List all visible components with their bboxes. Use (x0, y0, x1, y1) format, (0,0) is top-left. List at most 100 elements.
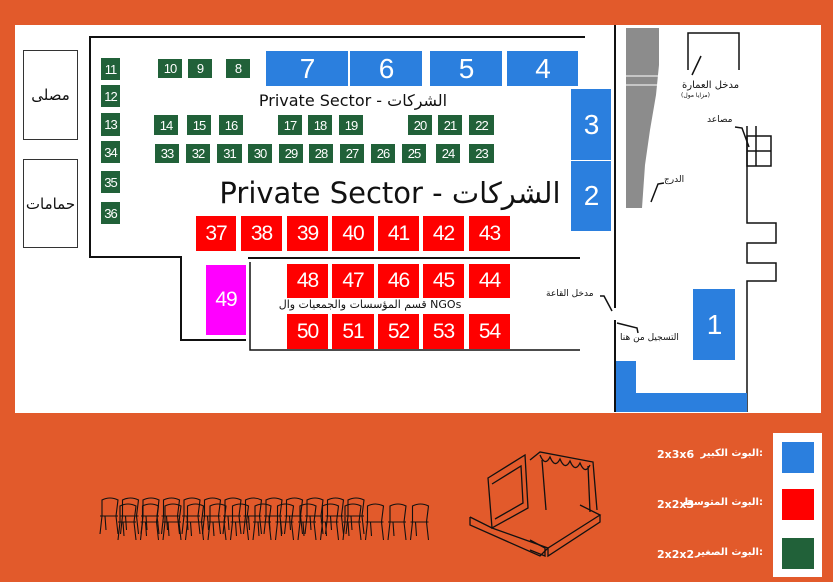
chair-icon (252, 503, 272, 541)
booth-small-15[interactable]: 15 (187, 115, 211, 135)
booth-special-49[interactable]: 49 (206, 265, 246, 335)
chair-icon (181, 497, 201, 535)
private-sector-title-large: Private Sector - الشركات (219, 176, 561, 210)
chair-icon (297, 503, 317, 541)
booth-small-26[interactable]: 26 (371, 144, 395, 163)
booth-small-18[interactable]: 18 (308, 115, 332, 135)
stairs-label: الدرج (664, 175, 685, 185)
booth-small-21[interactable]: 21 (438, 115, 462, 135)
booth-small-25[interactable]: 25 (402, 144, 426, 163)
chair-icon (207, 503, 227, 541)
restrooms: حمامات (23, 159, 78, 248)
booth-medium-51[interactable]: 51 (332, 314, 374, 349)
booth-medium-43[interactable]: 43 (469, 216, 510, 251)
chair-icon (345, 497, 365, 535)
booth-small-16[interactable]: 16 (219, 115, 243, 135)
booth-small-30[interactable]: 30 (248, 144, 272, 163)
chair-icon (342, 503, 362, 541)
ngo-section-title: قسم المؤسسات والجمعيات وال NGOs (278, 298, 462, 311)
chair-icon (139, 503, 160, 541)
booth-large-3[interactable]: 3 (571, 89, 611, 160)
booth-small-13[interactable]: 13 (101, 113, 120, 136)
legend-size-medium: 2x2x3 (657, 498, 695, 511)
booth-small-31[interactable]: 31 (217, 144, 242, 163)
legend-label-large: البوث الكبير: (700, 448, 763, 459)
legend-swatch-large (782, 442, 814, 473)
elevators-label: مصاعد (707, 115, 733, 125)
booth-small-23[interactable]: 23 (469, 144, 494, 163)
chair-icon (319, 503, 340, 541)
legend-swatch-small (782, 538, 814, 569)
booth-large-6[interactable]: 6 (350, 51, 422, 86)
booth-small-20[interactable]: 20 (408, 115, 432, 135)
chair-icon (119, 497, 140, 535)
chair-icon (184, 503, 205, 541)
booth-small-19[interactable]: 19 (339, 115, 363, 135)
booth-medium-44[interactable]: 44 (469, 264, 510, 298)
booth-small-8[interactable]: 8 (226, 59, 250, 78)
booth-small-22[interactable]: 22 (469, 115, 494, 135)
booth-small-33[interactable]: 33 (155, 144, 179, 163)
chair-icon (201, 497, 222, 535)
building-entrance-label: مدخل العمارة (682, 80, 740, 91)
registration-label: التسجيل من هنا (620, 333, 679, 343)
chair-icon (117, 503, 137, 541)
booth-small-24[interactable]: 24 (436, 144, 460, 163)
booth-small-14[interactable]: 14 (154, 115, 178, 135)
booth-small-35[interactable]: 35 (101, 171, 120, 193)
booth-small-17[interactable]: 17 (278, 115, 302, 135)
booth-medium-52[interactable]: 52 (378, 314, 419, 349)
booth-medium-53[interactable]: 53 (423, 314, 464, 349)
legend-swatch-medium (782, 489, 814, 520)
booth-medium-38[interactable]: 38 (241, 216, 282, 251)
booth-large-7[interactable]: 7 (266, 51, 348, 86)
legend-size-large: 2x3x6 (657, 448, 695, 461)
booth-small-28[interactable]: 28 (309, 144, 333, 163)
chair-icon (409, 503, 430, 541)
chair-icon (364, 503, 385, 541)
booth-medium-42[interactable]: 42 (423, 216, 464, 251)
booth-small-34[interactable]: 34 (101, 141, 120, 163)
booth-medium-48[interactable]: 48 (287, 264, 328, 298)
booth-large-4[interactable]: 4 (507, 51, 578, 86)
chair-icon (274, 503, 295, 541)
booth-medium-45[interactable]: 45 (423, 264, 464, 298)
booth-large-2[interactable]: 2 (571, 161, 611, 231)
private-sector-title-small: Private Sector - الشركات (258, 91, 448, 110)
registration-desk (616, 361, 747, 412)
booth-small-27[interactable]: 27 (340, 144, 364, 163)
chair-icon (229, 503, 250, 541)
stairs (626, 28, 659, 208)
booth-small-9[interactable]: 9 (188, 59, 212, 78)
legend-label-small: البوث الصغير: (694, 547, 763, 558)
booth-medium-39[interactable]: 39 (287, 216, 328, 251)
booth-large-5[interactable]: 5 (430, 51, 502, 86)
booth-small-11[interactable]: 11 (101, 58, 120, 80)
booth-medium-41[interactable]: 41 (378, 216, 419, 251)
booth-small-29[interactable]: 29 (279, 144, 303, 163)
chair-icon (283, 497, 304, 535)
chair-icon (160, 497, 181, 535)
hall-entrance-label: مدخل القاعة (546, 289, 594, 299)
legend-label-medium: البوث المتوسط: (683, 497, 763, 508)
booth-medium-54[interactable]: 54 (469, 314, 510, 349)
chair-icon (387, 503, 407, 541)
booth-medium-50[interactable]: 50 (287, 314, 328, 349)
booth-large-1[interactable]: 1 (693, 289, 735, 360)
booth-small-12[interactable]: 12 (101, 85, 120, 107)
chair-icon (99, 497, 119, 535)
booth-medium-46[interactable]: 46 (378, 264, 419, 298)
booth-small-36[interactable]: 36 (101, 202, 120, 224)
booth-small-32[interactable]: 32 (186, 144, 210, 163)
booth-medium-37[interactable]: 37 (196, 216, 236, 251)
booth-medium-40[interactable]: 40 (332, 216, 374, 251)
chair-icon (304, 497, 324, 535)
booth-small-10[interactable]: 10 (158, 59, 182, 78)
mall-label: (مزايا مول) (681, 92, 710, 99)
prayer-room: مصلى (23, 50, 78, 140)
booth-medium-47[interactable]: 47 (332, 264, 374, 298)
chair-icon (324, 497, 345, 535)
